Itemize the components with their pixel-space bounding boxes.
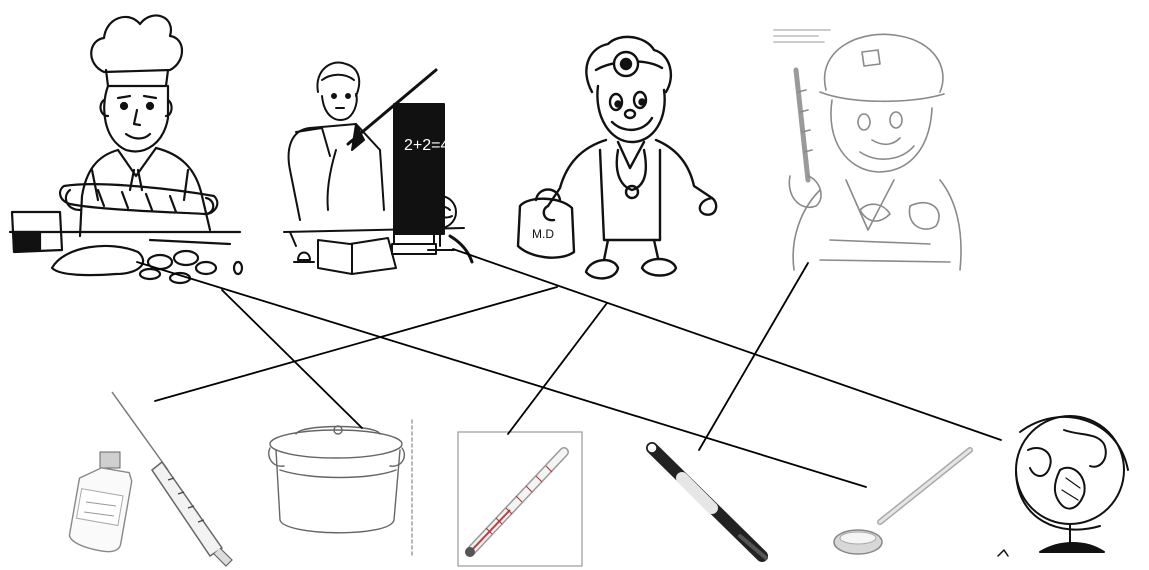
- connection-line: [508, 303, 607, 434]
- thermometer-icon: [458, 432, 582, 566]
- cooking-pot-icon: [269, 420, 412, 556]
- syringe-vial-icon: [68, 392, 232, 566]
- policeman-figure: [774, 30, 961, 270]
- doctor-figure: M.D: [518, 37, 716, 279]
- connection-line: [155, 287, 557, 401]
- teacher-figure: 2+2=4: [284, 62, 472, 274]
- chef-figure: [10, 15, 242, 283]
- ladle-icon: [834, 450, 970, 554]
- connection-line: [699, 263, 808, 450]
- connection-line: [453, 249, 1001, 440]
- doctor-bag-text: M.D: [532, 227, 554, 241]
- globe-icon: [998, 416, 1128, 556]
- police-baton-icon: [647, 443, 766, 558]
- blackboard-text: 2+2=4: [404, 137, 449, 154]
